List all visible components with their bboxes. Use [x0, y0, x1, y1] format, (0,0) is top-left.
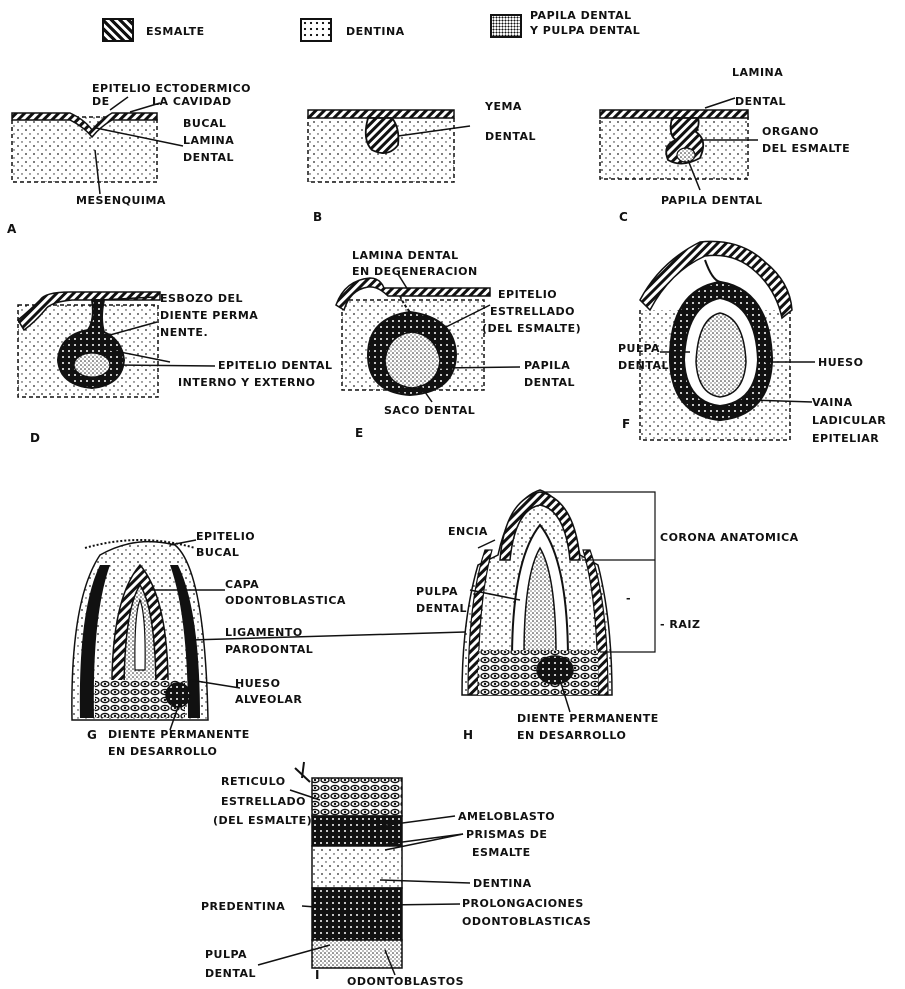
- legend-dentina-swatch: [300, 18, 332, 42]
- panel-h-raiz-label: - RAIZ: [660, 618, 700, 631]
- panel-f-drawing: [640, 241, 815, 440]
- legend-esmalte-swatch: [102, 18, 134, 42]
- panel-g-diente-line1: DIENTE PERMANENTE: [108, 728, 250, 741]
- panel-e-papila-line1: PAPILA: [524, 359, 570, 372]
- panel-i-letter: I: [315, 968, 319, 982]
- panel-i-reticulo-line3: (DEL ESMALTE): [213, 814, 312, 827]
- panel-i-pulpa-line2: DENTAL: [205, 967, 256, 980]
- panel-c-papila-label: PAPILA DENTAL: [661, 194, 763, 207]
- panel-h-diente-line2: EN DESARROLLO: [517, 729, 626, 742]
- panel-i-predentina-label: PREDENTINA: [201, 900, 285, 913]
- panel-i-prolongaciones-line1: PROLONGACIONES: [462, 897, 584, 910]
- panel-b-yema-line1: YEMA: [485, 100, 522, 113]
- panel-i-ameloblasto-label: AMELOBLASTO: [458, 810, 555, 823]
- panel-h-dash-marker: -: [626, 592, 631, 605]
- panel-h-encia-label: ENCIA: [448, 525, 488, 538]
- panel-g-epitelio-line1: EPITELIO: [196, 530, 255, 543]
- panel-a-letter: A: [7, 222, 16, 236]
- legend-papila-label-line1: PAPILA DENTAL: [530, 9, 632, 22]
- panel-d-epitelio-line2: INTERNO Y EXTERNO: [178, 376, 316, 389]
- panel-g-hueso-line1: HUESO: [235, 677, 280, 690]
- panel-a-drawing: [12, 97, 183, 194]
- panel-f-vaina-line1: VAINA: [812, 396, 853, 409]
- panel-i-pulpa-line1: PULPA: [205, 948, 247, 961]
- legend-dentina-label: DENTINA: [346, 25, 405, 38]
- panel-c-lamina-line1: LAMINA: [732, 66, 783, 79]
- panel-i-odontoblastos-label: ODONTOBLASTOS: [347, 975, 464, 988]
- panel-a-lamina-line1: LAMINA: [183, 134, 234, 147]
- panel-d-esbozo-line3: NENTE.: [160, 326, 208, 339]
- panel-c-lamina-line2: DENTAL: [735, 95, 786, 108]
- panel-d-esbozo-line1: ESBOZO DEL: [160, 292, 243, 305]
- legend-papila-swatch: [490, 14, 522, 38]
- panel-c-organo-line1: ORGANO: [762, 125, 819, 138]
- panel-f-vaina-line3: EPITELIAR: [812, 432, 879, 445]
- panel-c-drawing: [600, 98, 758, 190]
- panel-i-prismas-line2: ESMALTE: [472, 846, 531, 859]
- panel-a-epitelio-line3: LA CAVIDAD: [152, 95, 232, 108]
- panel-i-reticulo-line1: RETICULO: [221, 775, 286, 788]
- panel-h-diente-line1: DIENTE PERMANENTE: [517, 712, 659, 725]
- panel-d-letter: D: [30, 431, 40, 445]
- panel-e-letter: E: [355, 426, 363, 440]
- panel-c-organo-line2: DEL ESMALTE: [762, 142, 850, 155]
- panel-f-pulpa-line1: PULPA: [618, 342, 660, 355]
- panel-i-dentina-label: DENTINA: [473, 877, 532, 890]
- panel-g-capa-line2: ODONTOBLASTICA: [225, 594, 346, 607]
- panel-g-ligamento-line2: PARODONTAL: [225, 643, 313, 656]
- panel-i-drawing: [258, 762, 470, 975]
- panel-b-drawing: [308, 110, 470, 182]
- panel-g-diente-line2: EN DESARROLLO: [108, 745, 217, 758]
- panel-i-prolongaciones-line2: ODONTOBLASTICAS: [462, 915, 591, 928]
- legend-esmalte-label: ESMALTE: [146, 25, 205, 38]
- panel-e-epitelio-line3: (DEL ESMALTE): [482, 322, 581, 335]
- panel-a-bucal-label: BUCAL: [183, 117, 226, 130]
- panel-b-yema-line2: DENTAL: [485, 130, 536, 143]
- panel-e-epitelio-line2: ESTRELLADO: [490, 305, 575, 318]
- panel-h-pulpa-line1: PULPA: [416, 585, 458, 598]
- panel-a-lamina-line2: DENTAL: [183, 151, 234, 164]
- panel-h-letter: H: [463, 728, 473, 742]
- panel-f-pulpa-line2: DENTAL: [618, 359, 669, 372]
- panel-a-mesenquima-label: MESENQUIMA: [76, 194, 166, 207]
- panel-g-capa-line1: CAPA: [225, 578, 259, 591]
- panel-i-reticulo-line2: ESTRELLADO: [221, 795, 306, 808]
- panel-e-epitelio-line1: EPITELIO: [498, 288, 557, 301]
- panel-d-esbozo-line2: DIENTE PERMA: [160, 309, 258, 322]
- panel-e-papila-line2: DENTAL: [524, 376, 575, 389]
- panel-d-epitelio-line1: EPITELIO DENTAL: [218, 359, 333, 372]
- panel-f-vaina-line2: LADICULAR: [812, 414, 886, 427]
- panel-g-epitelio-line2: BUCAL: [196, 546, 239, 559]
- panel-h-corona-label: CORONA ANATOMICA: [660, 531, 799, 544]
- panel-a-epitelio-line2: DE: [92, 95, 110, 108]
- panel-f-hueso-label: HUESO: [818, 356, 863, 369]
- legend-papila-label-line2: Y PULPA DENTAL: [530, 24, 640, 37]
- panel-c-letter: C: [619, 210, 628, 224]
- panel-e-saco-label: SACO DENTAL: [384, 404, 475, 417]
- panel-g-hueso-line2: ALVEOLAR: [235, 693, 302, 706]
- panel-b-letter: B: [313, 210, 322, 224]
- panel-e-drawing: [336, 274, 520, 402]
- panel-f-letter: F: [622, 417, 630, 431]
- panel-a-epitelio-line1: EPITELIO ECTODERMICO: [92, 82, 251, 95]
- panel-i-prismas-line1: PRISMAS DE: [466, 828, 547, 841]
- panel-e-lamina-line2: EN DEGENERACION: [352, 265, 478, 278]
- panel-h-pulpa-line2: DENTAL: [416, 602, 467, 615]
- panel-g-letter: G: [87, 728, 97, 742]
- panel-e-lamina-line1: LAMINA DENTAL: [352, 249, 459, 262]
- panel-g-ligamento-line1: LIGAMENTO: [225, 626, 303, 639]
